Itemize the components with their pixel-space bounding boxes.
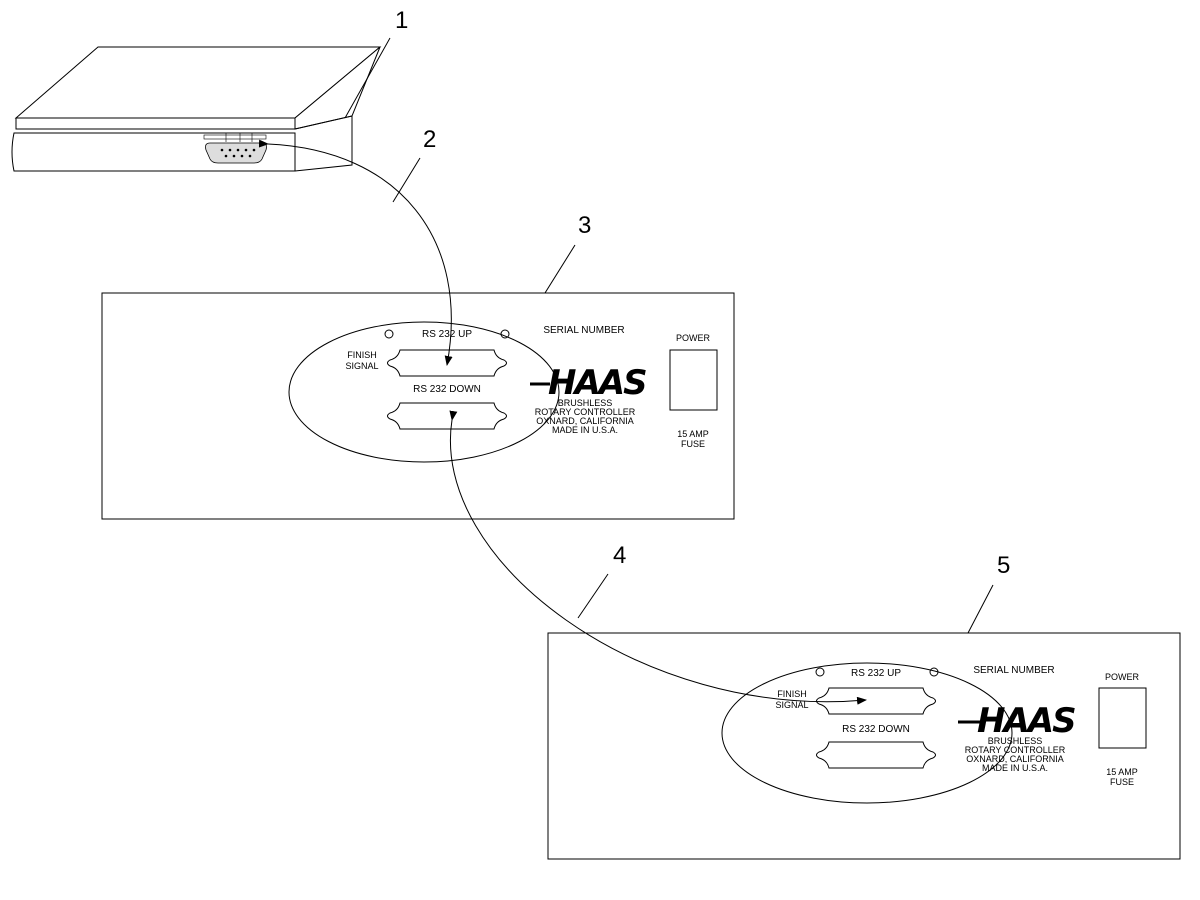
mount-hole-icon [929,667,939,677]
callout-4: 4 [613,542,626,569]
rs232-down-label: RS 232 DOWN [842,724,910,735]
rs232-down-port[interactable] [816,741,936,769]
haas-logo: HAAS [977,701,1075,741]
controller-upper: RS 232 UP FINISH SIGNAL RS 232 DOWN SERI… [101,292,735,520]
info-line: ROTARY CONTROLLER [965,745,1066,755]
fuse-label: 15 AMP [1106,767,1138,777]
controller-lower: RS 232 UP FINISH SIGNAL RS 232 DOWN SERI… [547,632,1181,860]
leader-3 [544,244,576,294]
db9-serial-port[interactable] [203,133,267,164]
info-line: BRUSHLESS [558,398,613,408]
rs232-up-label: RS 232 UP [422,329,472,340]
cable-pc-to-rs232-up [258,139,453,366]
callout-5: 5 [997,552,1010,579]
power-label: POWER [676,333,711,343]
finish-signal-label: SIGNAL [775,700,808,710]
leader-4 [577,573,609,619]
controller-lower-connector-zone [721,662,1013,804]
fuse-label: FUSE [1110,777,1134,787]
callout-1: 1 [395,7,408,34]
power-switch[interactable] [669,349,718,411]
cable-rs232-down-to-rs232-up [449,410,867,705]
leader-2 [392,157,421,203]
computer [11,46,382,172]
power-label: POWER [1105,672,1140,682]
leader-1 [344,37,391,119]
fuse-label: FUSE [681,439,705,449]
finish-signal-label: FINISH [347,350,377,360]
serial-number-label: SERIAL NUMBER [543,325,624,336]
computer-lid-edge [15,117,296,130]
info-line: BRUSHLESS [988,736,1043,746]
controller-upper-panel [101,292,735,520]
callout-2: 2 [423,126,436,153]
controller-lower-panel [547,632,1181,860]
fuse-label: 15 AMP [677,429,709,439]
mount-hole-icon [500,329,510,339]
rs232-down-label: RS 232 DOWN [413,384,481,395]
info-line: MADE IN U.S.A. [982,763,1048,773]
serial-number-label: SERIAL NUMBER [973,665,1054,676]
power-switch[interactable] [1098,687,1147,749]
rs232-up-label: RS 232 UP [851,668,901,679]
info-line: OXNARD, CALIFORNIA [966,754,1064,764]
leader-5 [967,584,994,634]
haas-logo: HAAS [548,363,646,403]
callout-3: 3 [578,212,591,239]
finish-signal-label: SIGNAL [345,361,378,371]
info-line: MADE IN U.S.A. [552,425,618,435]
finish-signal-label: FINISH [777,689,807,699]
